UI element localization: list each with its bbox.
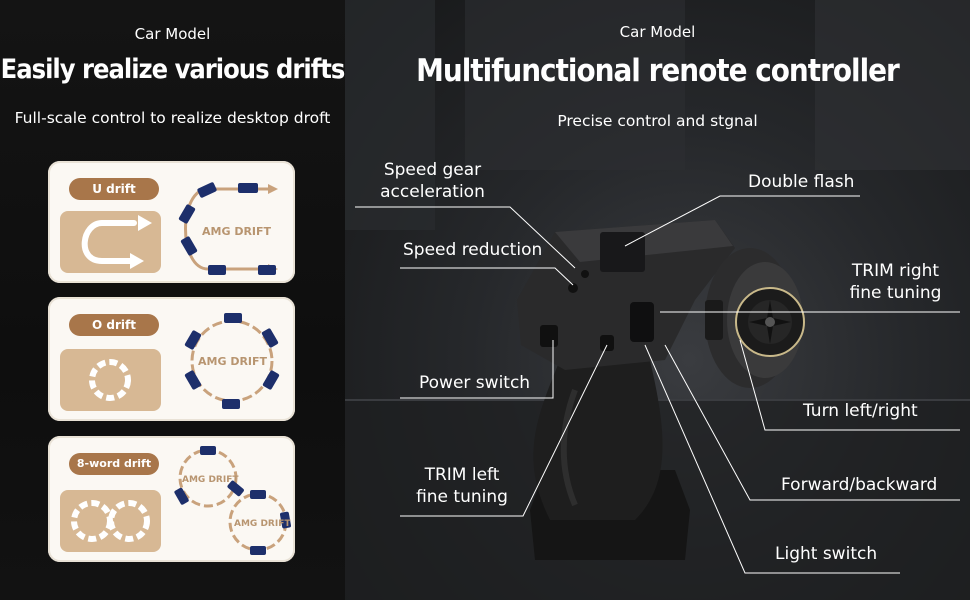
o-drift-badge: O drift [69, 314, 159, 336]
trim-right-line2: fine tuning [849, 283, 942, 303]
speed-gear-line1: Speed gear [383, 160, 482, 180]
o-drift-card: O drift AMG DRIFT [48, 297, 295, 421]
u-drift-track: AMG DRIFT [178, 182, 278, 275]
power-switch-label: Power switch [419, 373, 531, 393]
right-eyebrow: Car Model [619, 23, 696, 41]
left-panel: Car Model Easily realize various drifts … [0, 0, 345, 600]
speed-reduction-label: Speed reduction [403, 240, 543, 260]
trim-right-line1: TRIM right [851, 261, 940, 281]
left-subtitle: Full-scale control to realize desktop dr… [14, 109, 331, 127]
double-flash-label: Double flash [748, 172, 855, 192]
trim-left-line1: TRIM left [424, 465, 500, 485]
u-turn-icon [60, 211, 161, 273]
figure8-drift-badge: 8-word drift [69, 453, 159, 475]
trim-left-label: TRIM left fine tuning [403, 464, 521, 508]
u-drift-track-label: AMG DRIFT [202, 225, 272, 238]
left-eyebrow: Car Model [134, 25, 211, 43]
left-headline: Easily realize various drifts [0, 54, 346, 85]
figure8-drift-card: 8-word drift AMG DRIFT AMG DRIFT [48, 436, 295, 562]
trim-left-line2: fine tuning [416, 487, 508, 507]
figure8-drift-track: AMG DRIFT AMG DRIFT [174, 446, 291, 555]
light-switch-label: Light switch [775, 544, 878, 564]
speed-gear-line2: acceleration [380, 182, 485, 202]
figure8-icon [60, 490, 161, 552]
speed-gear-label: Speed gear acceleration [365, 159, 500, 203]
right-subtitle: Precise control and stgnal [557, 112, 758, 130]
o-circle-icon [60, 349, 161, 411]
turn-label: Turn left/right [803, 401, 918, 421]
remote-controller-illustration [517, 220, 805, 560]
forward-backward-label: Forward/backward [781, 475, 938, 495]
right-panel: Car Model Multifunctional renote control… [345, 0, 970, 600]
u-drift-badge: U drift [69, 178, 159, 200]
figure8-track-label-b: AMG DRIFT [234, 519, 291, 529]
o-drift-track-label: AMG DRIFT [198, 355, 268, 368]
callout-lines [355, 195, 960, 574]
u-drift-card: U drift AMG DRIFT [48, 161, 295, 283]
trim-right-label: TRIM right fine tuning [843, 260, 948, 304]
figure8-track-label-a: AMG DRIFT [182, 475, 239, 485]
right-headline: Multifunctional renote controller [416, 53, 900, 89]
o-drift-track: AMG DRIFT [184, 313, 280, 409]
